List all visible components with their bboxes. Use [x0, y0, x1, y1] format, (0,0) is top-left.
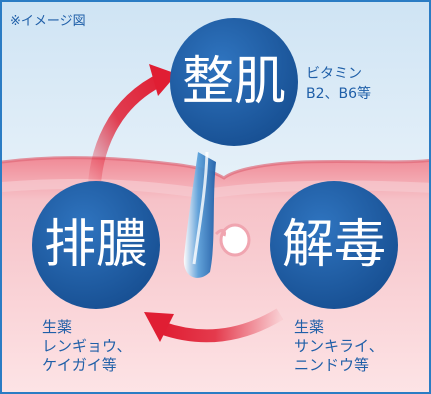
node-note-right-line-3: ニンドウ等 — [294, 356, 370, 374]
node-note-left-line-2: レンギョウ、 — [42, 337, 132, 355]
circle-top — [170, 18, 298, 146]
node-note-right: 生薬 サンキライ、 ニンドウ等 — [294, 318, 384, 375]
node-note-right-line-2: サンキライ、 — [294, 337, 384, 355]
sebaceous-gland — [219, 223, 251, 257]
node-note-top-line-1: ビタミン — [306, 66, 362, 82]
circle-right — [270, 181, 398, 309]
node-note-left: 生薬 レンギョウ、 ケイガイ等 — [42, 318, 132, 375]
arrow-right-to-left — [159, 308, 284, 343]
node-note-top-line-2: B2、B6等 — [306, 86, 372, 102]
node-note-left-line-1: 生薬 — [42, 318, 73, 336]
hair-shaft — [192, 151, 209, 265]
node-title-left: 排膿 — [43, 215, 148, 275]
arrow-right-to-left-head — [144, 312, 174, 342]
node-title-right: 解毒 — [281, 215, 386, 275]
image-caption: ※イメージ図 — [10, 14, 86, 29]
node-note-top: ビタミン B2、B6等 — [306, 64, 371, 104]
node-note-right-line-1: 生薬 — [294, 318, 325, 336]
node-title-top: 整肌 — [181, 52, 286, 112]
node-note-left-line-3: ケイガイ等 — [42, 356, 117, 374]
arrow-left-to-top-head — [149, 64, 177, 96]
sebaceous-duct — [214, 228, 226, 237]
circle-left — [32, 181, 160, 309]
